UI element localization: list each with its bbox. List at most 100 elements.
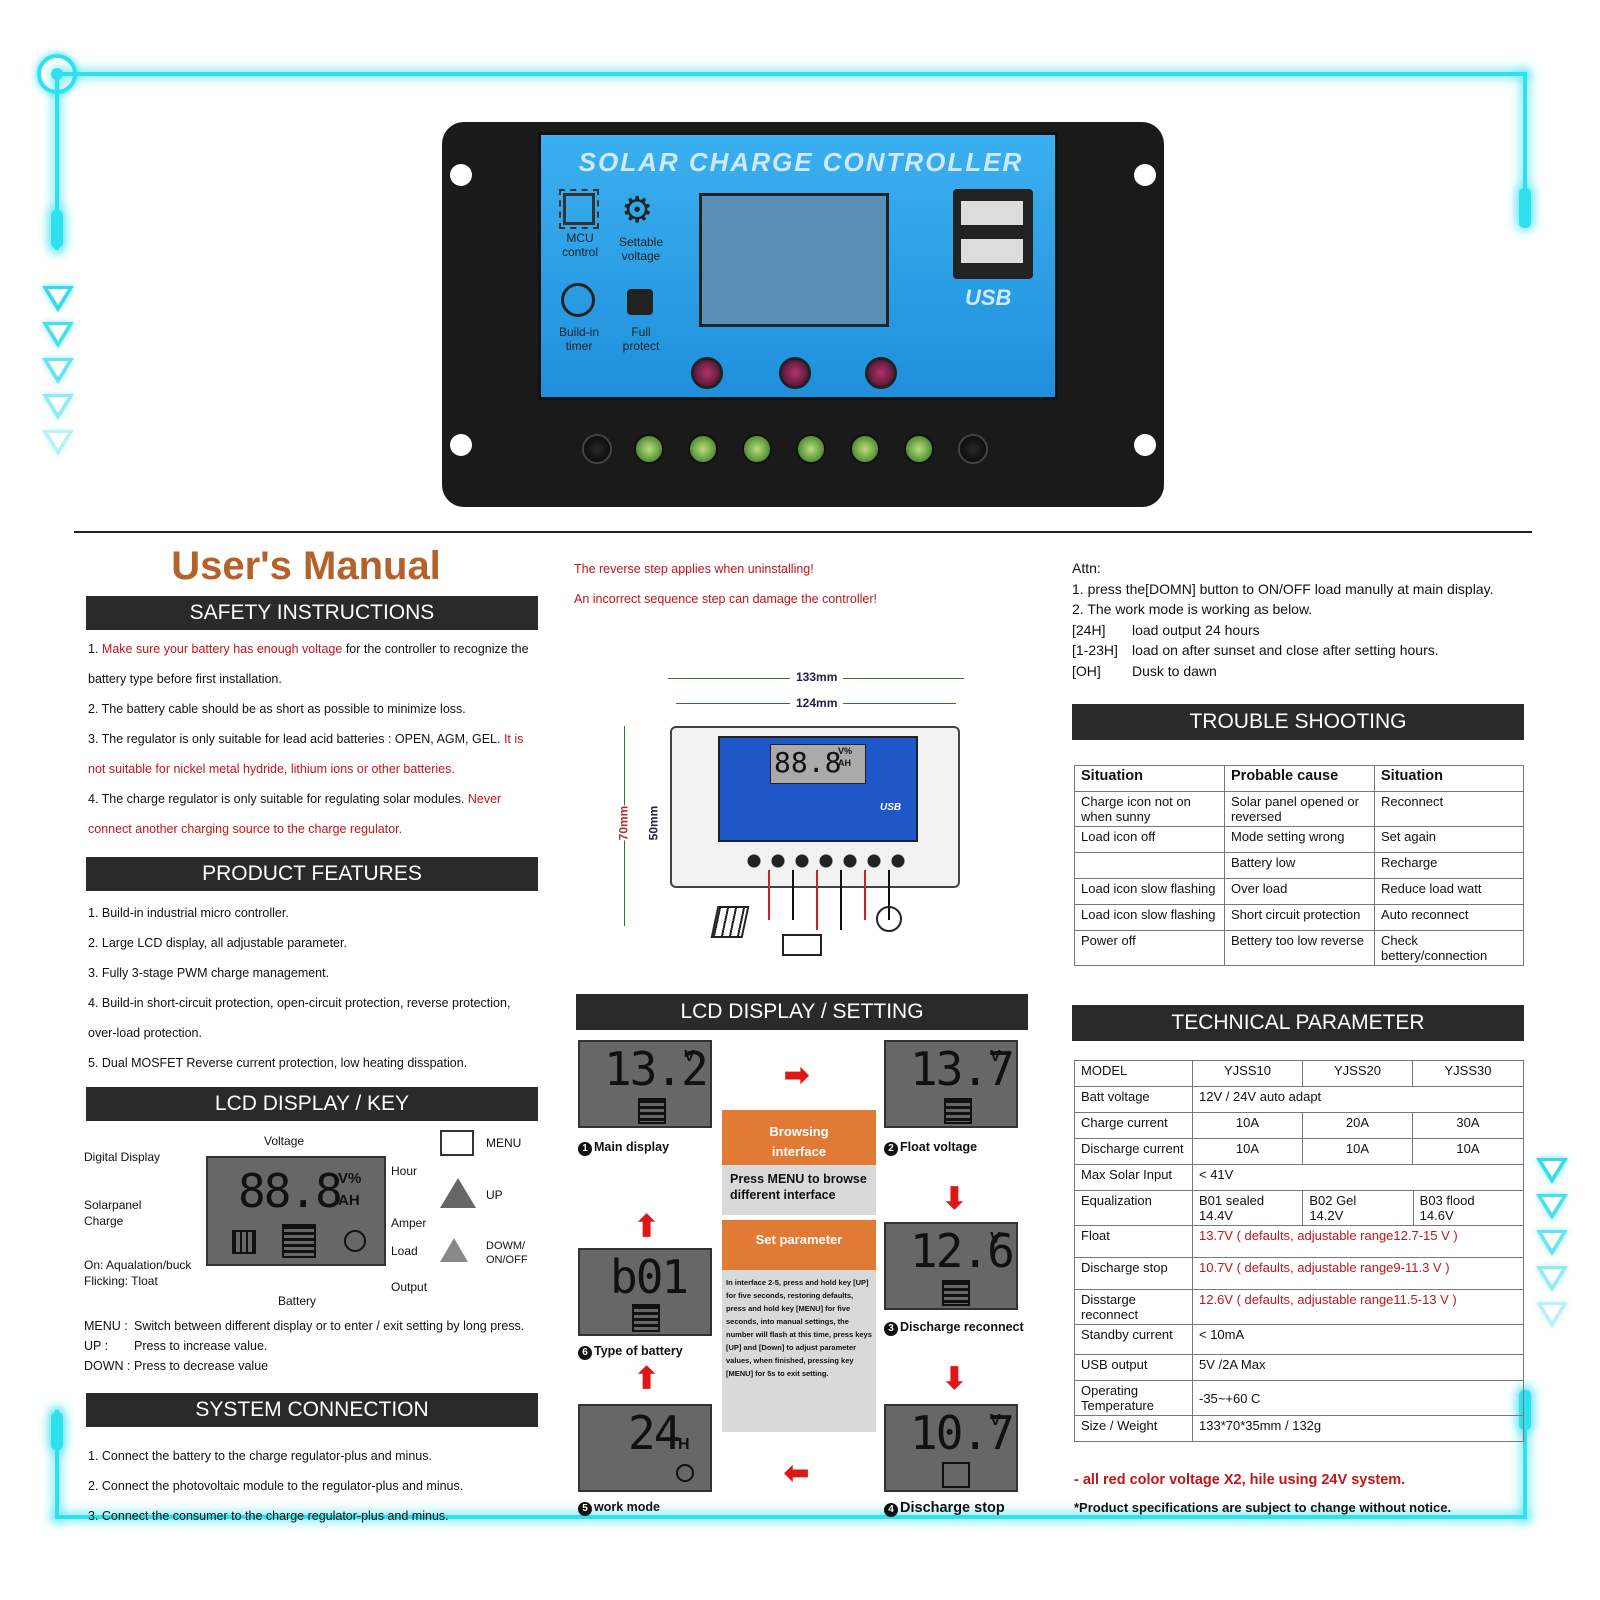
table-row: Standby current< 10mA xyxy=(1074,1324,1524,1355)
menu-button[interactable] xyxy=(691,357,723,389)
text: Type of battery xyxy=(594,1344,683,1358)
feature-item: 2. Large LCD display, all adjustable par… xyxy=(88,936,347,950)
text: Press to increase value. xyxy=(134,1339,268,1353)
dim-width-outer: 133mm xyxy=(790,670,844,684)
key-up-label: UP xyxy=(486,1188,503,1202)
text: for the controller to recognize the xyxy=(342,642,529,656)
text: [1-23H] xyxy=(1072,642,1118,658)
key-menu-label: MENU xyxy=(486,1136,522,1150)
up-button[interactable] xyxy=(779,357,811,389)
screen-unit: V xyxy=(990,1412,1001,1429)
arrow-up-icon: ➡ xyxy=(630,1364,664,1391)
label-hour: Hour xyxy=(391,1164,418,1178)
step-discharge-stop: 10.7 V xyxy=(884,1404,1018,1492)
mode-24h: [24H]load output 24 hours xyxy=(1072,620,1493,641)
step-number: 1 xyxy=(578,1142,592,1156)
lcd-sample: 88.8 V% AH xyxy=(206,1156,386,1266)
text: B02 Gel xyxy=(1309,1193,1357,1208)
text: Dusk to dawn xyxy=(1132,662,1217,679)
wire xyxy=(864,870,866,920)
outline-lcd-digits: 88.8 xyxy=(774,746,842,779)
footnote: *Product specifications are subject to c… xyxy=(1074,1500,1452,1515)
frame-bottom-line xyxy=(55,1515,1527,1519)
column-header: Probable cause xyxy=(1224,765,1375,792)
frame-node-icon xyxy=(37,54,77,94)
table-header-row: Situation Probable cause Situation xyxy=(1074,765,1524,792)
label-voltage: Voltage xyxy=(264,1134,305,1148)
screen-unit: V xyxy=(684,1048,695,1065)
label-charge: Charge xyxy=(84,1214,124,1228)
cell: 10A xyxy=(1192,1112,1303,1139)
cell: Auto reconnect xyxy=(1374,904,1524,931)
cell: 133*70*35mm / 132g xyxy=(1192,1415,1524,1442)
triangle-icon xyxy=(1536,1194,1568,1220)
text: Float voltage xyxy=(900,1140,978,1154)
table-row: Max Solar Input< 41V xyxy=(1074,1164,1524,1191)
text: 3. The regulator is only suitable for le… xyxy=(88,732,504,746)
safety-item-2: 2. The battery cable should be as short … xyxy=(88,702,466,716)
attention-notes: Attn: 1. press the[DOMN] button to ON/OF… xyxy=(1072,558,1493,681)
feature-item: 3. Fully 3-stage PWM charge management. xyxy=(88,966,330,980)
battery-icon xyxy=(282,1224,316,1258)
step-number: 6 xyxy=(578,1346,592,1360)
mode-0h: [OH]Dusk to dawn xyxy=(1072,661,1493,682)
feature-label: Build-in xyxy=(558,325,600,339)
frame-right-line-top xyxy=(1523,72,1527,222)
mode-1-23h: [1-23H]load on after sunset and close af… xyxy=(1072,640,1493,661)
text: work mode xyxy=(594,1500,660,1514)
feature-item-cont: over-load protection. xyxy=(88,1026,202,1040)
cell: Set again xyxy=(1374,826,1524,853)
step-number: 5 xyxy=(578,1502,592,1516)
wire xyxy=(792,870,794,920)
cell: 10A xyxy=(1302,1138,1413,1165)
label-digital-display: Digital Display xyxy=(84,1150,161,1164)
solar-panel-icon xyxy=(710,906,750,938)
text: interface xyxy=(771,1144,827,1159)
down-button[interactable] xyxy=(865,357,897,389)
terminal-screw xyxy=(634,434,664,464)
safety-item-4-cont: connect another charging source to the c… xyxy=(88,822,403,836)
text: B01 sealed xyxy=(1199,1193,1265,1208)
cell: Over load xyxy=(1224,878,1375,905)
screen-value: 13.2 xyxy=(604,1042,709,1096)
cell: Reduce load watt xyxy=(1374,878,1524,905)
cell: Power off xyxy=(1074,930,1225,966)
feature-item: 5. Dual MOSFET Reverse current protectio… xyxy=(88,1056,468,1070)
battery-icon xyxy=(944,1098,972,1124)
param-name: Disstarge reconnect xyxy=(1074,1289,1193,1325)
cell: 13.7V ( defaults, adjustable range12.7-1… xyxy=(1192,1225,1524,1258)
label-load: Load xyxy=(391,1244,418,1258)
cell: 20A xyxy=(1302,1112,1413,1139)
cell: Check bettery/connection xyxy=(1374,930,1524,966)
outline-usb-label: USB xyxy=(880,802,902,813)
wire xyxy=(816,870,818,930)
solar-panel-icon xyxy=(232,1230,256,1254)
safety-item-1-cont: battery type before first installation. xyxy=(88,672,282,686)
cell: < 10mA xyxy=(1192,1324,1524,1355)
system-connection-list: 1. Connect the battery to the charge reg… xyxy=(88,1441,463,1531)
screen-unit: V xyxy=(990,1048,1001,1065)
arrow-right-icon: ➡ xyxy=(784,1059,810,1092)
clock-icon xyxy=(561,283,595,317)
terminal-screw xyxy=(688,434,718,464)
cell: Solar panel opened or reversed xyxy=(1224,791,1375,827)
param-name: Float xyxy=(1074,1225,1193,1258)
cell: 5V /2A Max xyxy=(1192,1354,1524,1381)
cell: Load icon off xyxy=(1074,826,1225,853)
label-solarpanel: Solarpanel xyxy=(84,1198,142,1212)
